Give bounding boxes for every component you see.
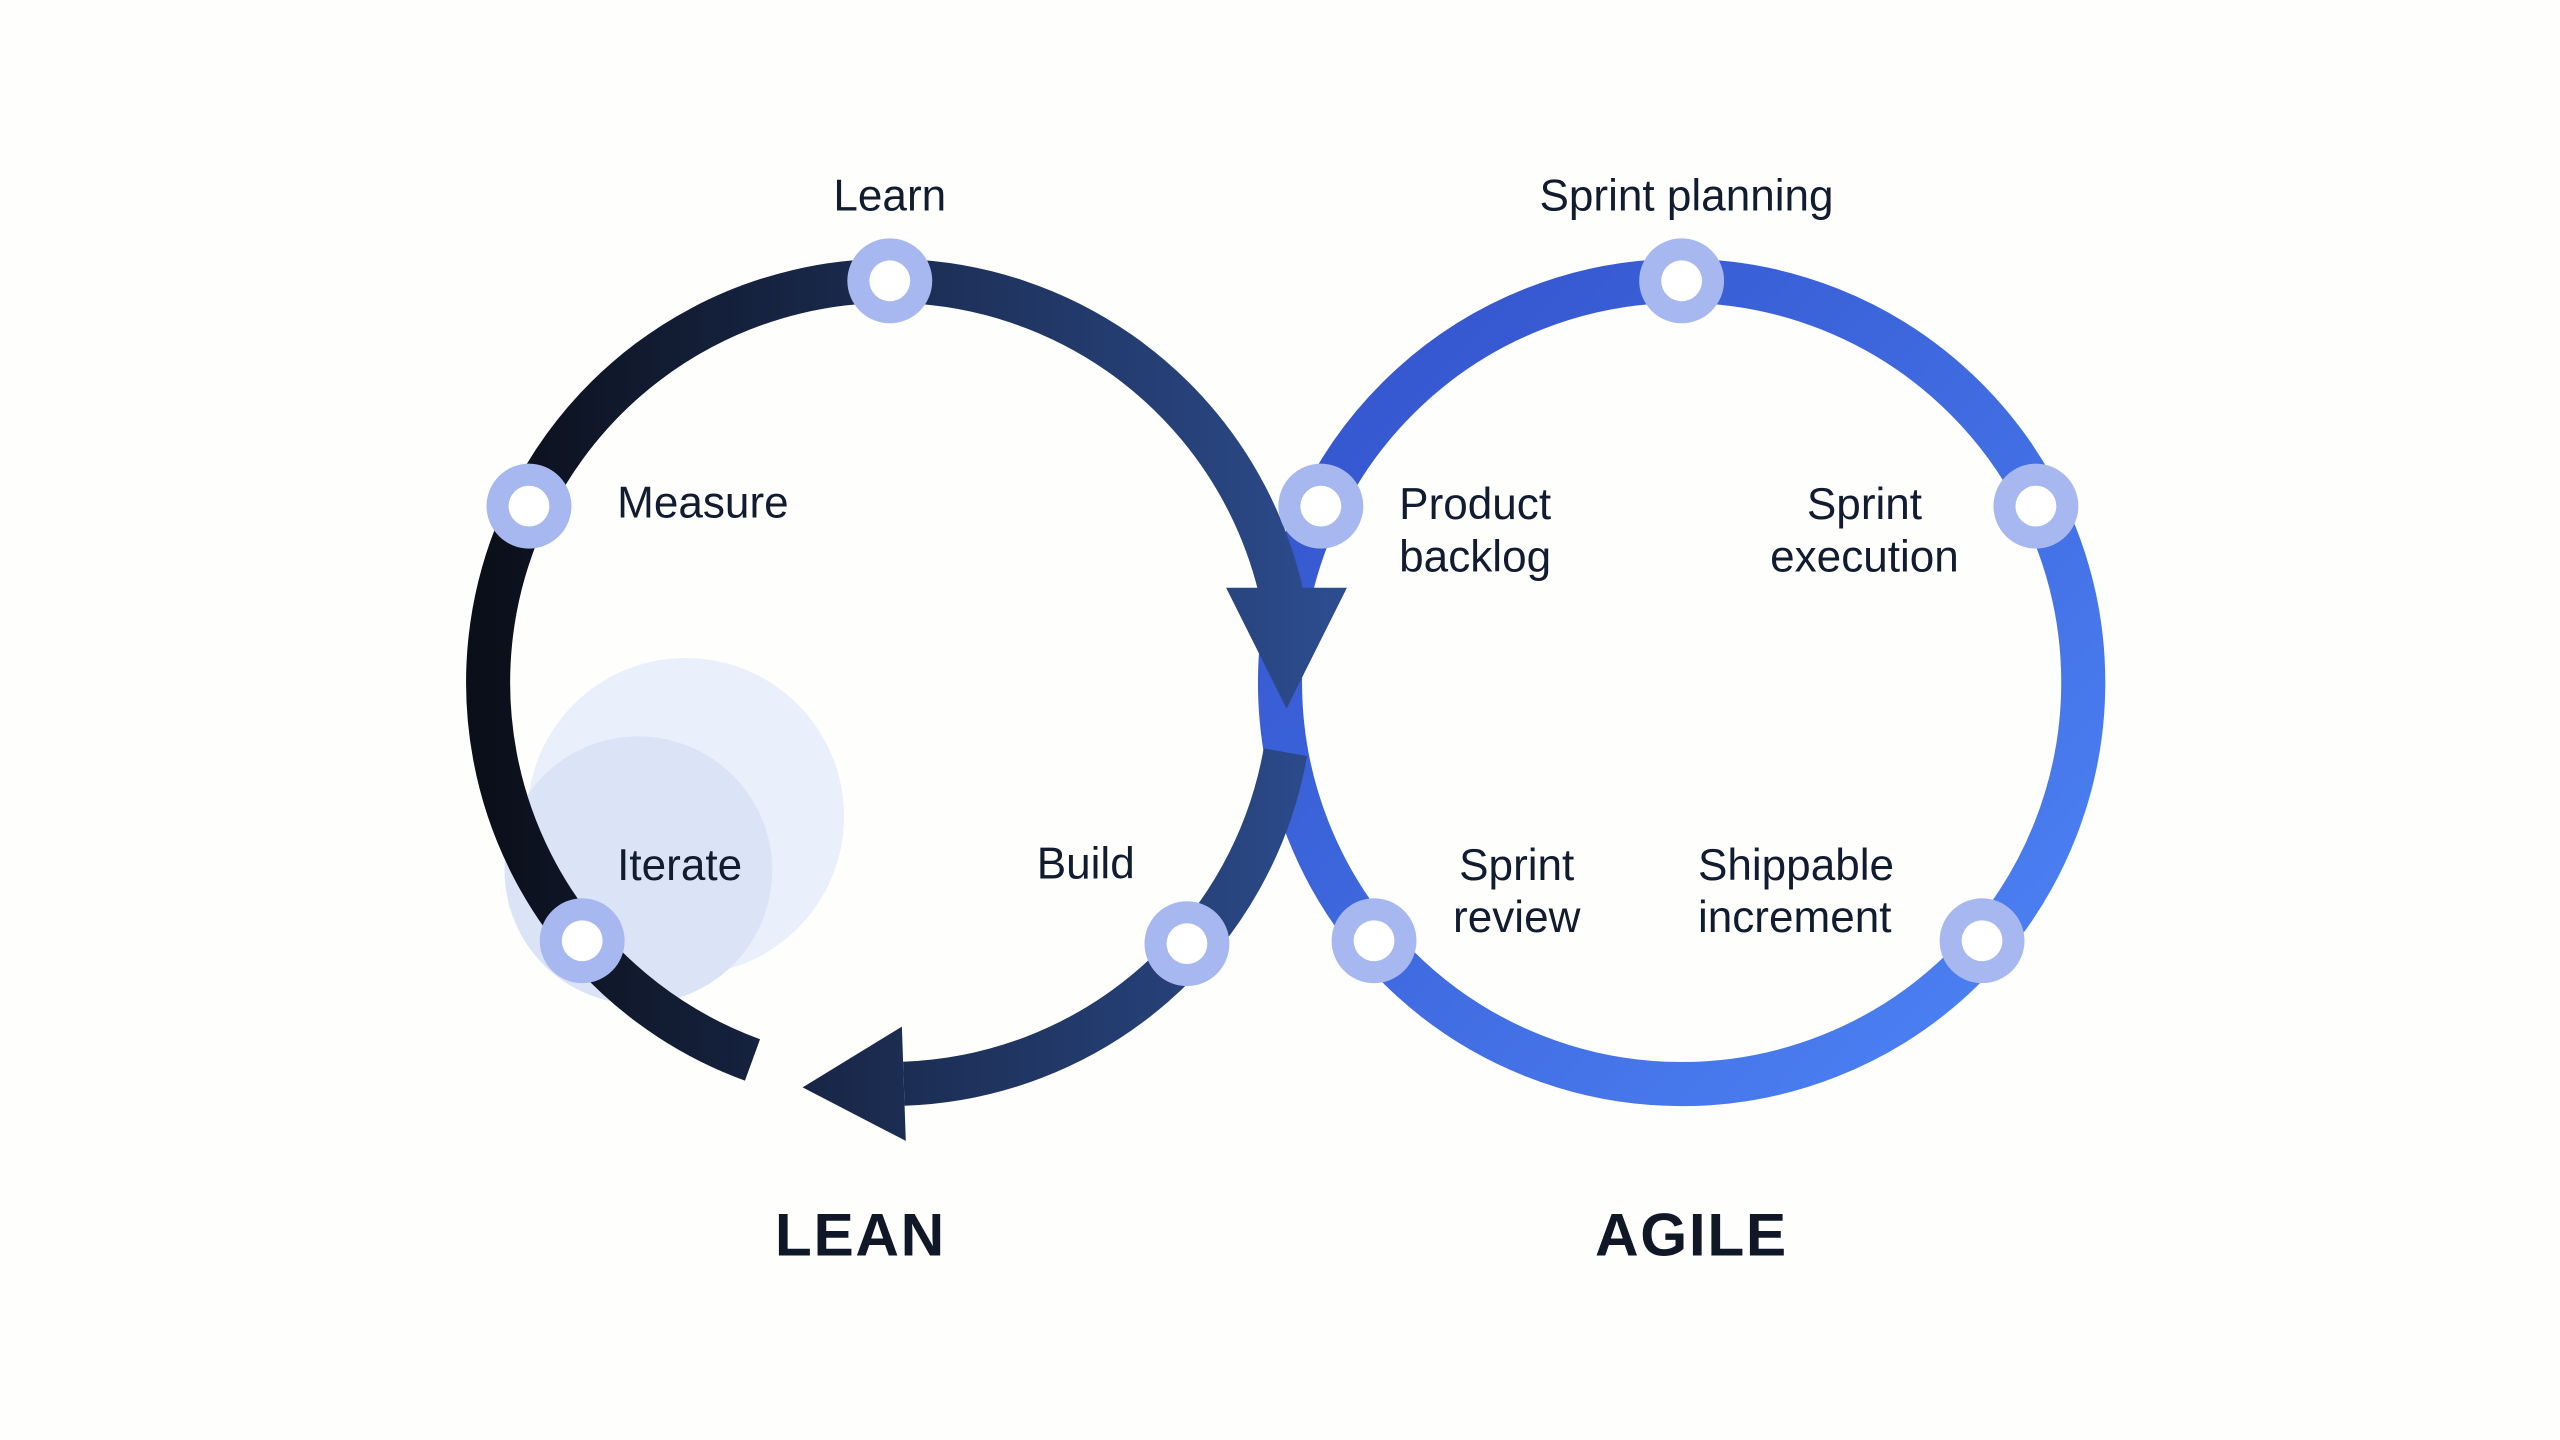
label-shippable-increment-line1: Shippable — [1698, 841, 1894, 890]
node-core — [1961, 920, 2003, 962]
node-core — [1353, 920, 1395, 962]
bottom-left-arrow — [802, 1026, 906, 1141]
node-sprint-planning — [1639, 238, 1725, 324]
label-sprint-execution-line2: execution — [1770, 532, 1959, 581]
label-sprint-review-line2: review — [1453, 893, 1581, 942]
agile-title: AGILE — [1595, 1201, 1788, 1269]
label-measure: Measure — [617, 479, 788, 528]
node-core — [1661, 260, 1703, 302]
node-sprint-execution — [1993, 463, 2079, 549]
node-build — [1144, 901, 1230, 987]
node-shippable-increment — [1939, 898, 2025, 984]
label-product-backlog-line2: backlog — [1399, 532, 1551, 581]
lean-ring-upper-arc — [466, 258, 1305, 1081]
label-learn: Learn — [833, 172, 946, 221]
node-learn — [847, 238, 933, 324]
label-sprint-planning: Sprint planning — [1539, 172, 1833, 221]
label-build: Build — [1037, 839, 1135, 888]
node-measure — [486, 463, 572, 549]
label-iterate: Iterate — [617, 841, 742, 890]
node-core — [561, 920, 603, 962]
node-core — [1166, 923, 1208, 965]
lean-title: LEAN — [775, 1201, 946, 1269]
label-sprint-execution-line1: Sprint — [1807, 480, 1922, 529]
label-shippable-increment-line2: increment — [1698, 893, 1892, 942]
node-iterate — [539, 898, 625, 984]
node-core — [869, 260, 911, 302]
node-core — [508, 485, 550, 527]
node-core — [2015, 485, 2057, 527]
lean-ring-lower-arc — [903, 748, 1308, 1106]
node-core — [1300, 485, 1342, 527]
label-sprint-review-line1: Sprint — [1459, 841, 1574, 890]
node-product-backlog — [1278, 463, 1364, 549]
label-product-backlog-line1: Product — [1399, 480, 1551, 529]
center-down-arrow — [1226, 587, 1347, 709]
node-sprint-review — [1331, 898, 1417, 984]
